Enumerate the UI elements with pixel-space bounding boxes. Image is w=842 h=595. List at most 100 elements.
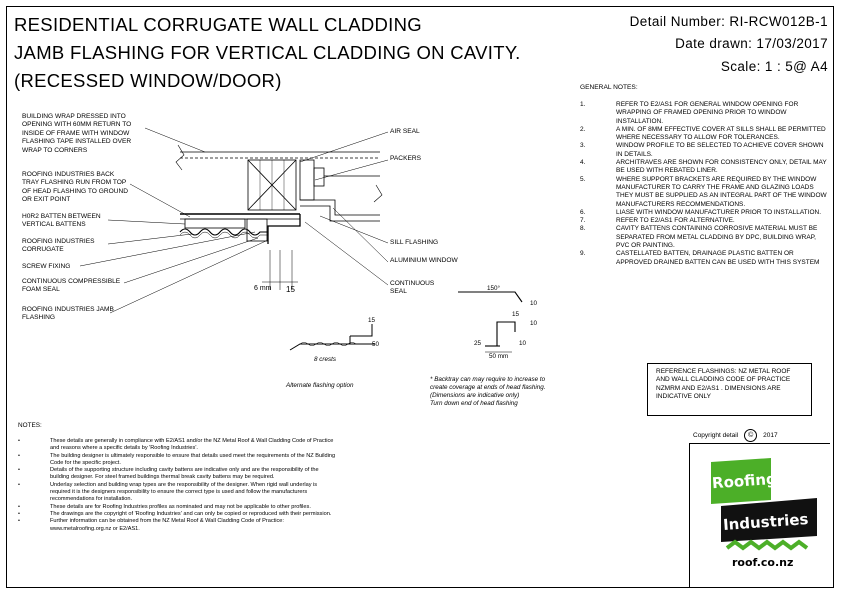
- general-note-number: 3.: [580, 142, 586, 150]
- note-bullet: [18, 474, 50, 481]
- main-dim-10a: 10: [530, 300, 538, 307]
- note-item: • The drawings are the copyright of 'Roof…: [18, 511, 478, 518]
- note-bullet: [18, 526, 50, 533]
- general-note-number: 9.: [580, 250, 586, 258]
- note-item: •These details are generally in complian…: [18, 438, 478, 445]
- general-note-item: 3.WINDOW PROFILE TO BE SELECTED TO ACHIE…: [580, 142, 830, 159]
- logo-black-block: [721, 498, 817, 542]
- note-bullet: [18, 460, 50, 467]
- general-note-item: 2. A MIN. OF 8mm EFFECTIVE COVER AT SILLS…: [580, 126, 830, 143]
- copyright-text: Copyright detail: [693, 432, 739, 439]
- dim-6mm: 6 mm: [254, 285, 272, 292]
- note-bullet: •: [18, 481, 20, 488]
- note-bullet: •: [18, 518, 20, 525]
- scale: Scale: 1 : 5@ A4: [720, 59, 828, 74]
- title-line-2: JAMB FLASHING FOR VERTICAL CLADDING ON C…: [14, 42, 521, 63]
- note-bullet: •: [18, 467, 20, 474]
- general-note-item: 7.REFER TO E2/AS1 FOR ALTERNATIVE.: [580, 217, 830, 225]
- reference-flashings-box: REFERENCE FLASHINGS: NZ METAL ROOF AND W…: [647, 363, 812, 416]
- note-text: The building designer is ultimately resp…: [50, 452, 336, 459]
- note-text: building designer. For steel framed buil…: [50, 474, 275, 481]
- note-text: recommendations for installation.: [50, 496, 133, 503]
- note-bullet: •: [18, 510, 20, 517]
- note-text: These details are for Roofing Industries…: [50, 503, 311, 510]
- copyright-symbol: ©: [744, 429, 758, 442]
- note-text: Details of the supporting structure incl…: [50, 467, 319, 474]
- note-text: The drawings are the copyright of 'Roofi…: [50, 510, 332, 517]
- general-note-text: WHERE SUPPORT BRACKETS ARE REQUIRED BY T…: [616, 175, 827, 208]
- main-dim-10c: 10: [519, 340, 527, 347]
- general-note-number: 4.: [580, 159, 586, 167]
- logo-green-block: [711, 458, 771, 504]
- title-line-1: RESIDENTIAL CORRUGATE WALL CLADDING: [14, 14, 422, 35]
- general-note-number: 2.: [580, 125, 586, 133]
- note-item: • Underlay selection and building wrap ty…: [18, 482, 478, 489]
- notes-list: • These details are generally in complian…: [18, 438, 478, 533]
- note-item: • Further information can be obtained fro…: [18, 518, 478, 525]
- label-building-wrap: BUILDING WRAP DRESSED INTO OPENING WITH …: [22, 113, 132, 154]
- label-aluminium-window: ALUMINIUM WINDOW: [390, 257, 458, 264]
- label-corrugate: ROOFING INDUSTRIES CORRUGATE: [22, 238, 95, 254]
- general-note-item: 6. LIASE WITH WINDOW MANUFACTURER PRIOR T…: [580, 209, 830, 217]
- general-note-number: 6.: [580, 208, 586, 216]
- general-note-text: A MIN. OF 8mm EFFECTIVE COVER AT SILLS S…: [616, 125, 826, 142]
- label-screw-fixing: SCREW FIXING: [22, 263, 71, 270]
- dim-15: 15: [286, 285, 295, 294]
- general-note-number: 1.: [580, 101, 586, 108]
- note-text: and reasons where a specific details by …: [50, 445, 198, 452]
- note-text: These details are generally in complianc…: [50, 438, 334, 444]
- general-note-text: CASTELLATED BATTEN, DRAINAGE PLASTIC BAT…: [616, 250, 820, 266]
- note-item: building designer. For steel framed buil…: [18, 474, 478, 481]
- note-text: Underlay selection and building wrap typ…: [50, 481, 318, 488]
- general-note-text: LIASE WITH WINDOW MANUFACTURER PRIOR TO …: [616, 208, 822, 216]
- note-item: required it is the designers responsibil…: [18, 489, 478, 496]
- note-item: and reasons where a specific details by …: [18, 445, 478, 452]
- alt-dim-15: 15: [368, 317, 376, 324]
- logo-roof-zigzag-icon: [725, 539, 809, 551]
- title-line-3: (RECESSED WINDOW/DOOR): [14, 70, 282, 91]
- main-dim-10b: 10: [530, 320, 538, 327]
- label-jamb-flashing: ROOFING INDUSTRIES JAMB FLASHING: [22, 306, 114, 322]
- note-item: Code for the specific project.: [18, 460, 478, 467]
- label-h-batten: H0R2 BATTEN BETWEEN VERTICAL BATTENS: [22, 213, 101, 229]
- note-bullet: [18, 496, 50, 503]
- general-note-text: ARCHITRAVES ARE SHOWN FOR CONSISTENCY ON…: [616, 159, 827, 175]
- general-notes-heading: GENERAL NOTES:: [580, 84, 638, 91]
- main-dim-150: 150°: [487, 285, 501, 292]
- general-note-item: 1. REFER TO E2/AS1 FOR GENERAL WINDOW OPE…: [580, 101, 830, 126]
- note-item: • These details are for Roofing Industrie…: [18, 504, 478, 511]
- copyright: Copyright detail © 2017: [693, 429, 778, 442]
- label-sill-flashing: SILL FLASHING: [390, 239, 439, 246]
- general-note-number: 5.: [580, 175, 586, 183]
- note-item: www.metalroofing.org.nz or E2/AS1.: [18, 526, 478, 533]
- label-continuous-seal: CONTINUOUS SEAL: [390, 280, 435, 296]
- general-note-text: CAVITY BATTENS CONTAINING CORROSIVE MATE…: [616, 225, 818, 250]
- notes-heading: NOTES:: [18, 422, 42, 429]
- note-item: recommendations for installation.: [18, 496, 478, 503]
- general-note-item: 4. ARCHITRAVES ARE SHOWN FOR CONSISTENCY …: [580, 159, 830, 176]
- detail-number: Detail Number: RI-RCW012B-1: [629, 14, 828, 29]
- note-text: Further information can be obtained from…: [50, 518, 284, 525]
- note-item: • The building designer is ultimately res…: [18, 453, 478, 460]
- alt-dim-50: 50: [372, 341, 380, 348]
- label-back-tray: ROOFING INDUSTRIES BACK TRAY FLASHING RU…: [22, 171, 129, 204]
- general-note-text: REFER TO E2/AS1 FOR GENERAL WINDOW OPENI…: [616, 101, 799, 125]
- main-dim-25: 25: [474, 340, 482, 347]
- note-bullet: •: [18, 452, 20, 459]
- general-note-item: 5. WHERE SUPPORT BRACKETS ARE REQUIRED BY…: [580, 176, 830, 209]
- alt-caption: Alternate flashing option: [286, 382, 354, 389]
- note-bullet: [18, 489, 50, 496]
- general-note-number: 8.: [580, 225, 586, 233]
- general-note-item: 8. CAVITY BATTENS CONTAINING CORROSIVE MA…: [580, 225, 830, 250]
- general-note-item: 9. CASTELLATED BATTEN, DRAINAGE PLASTIC B…: [580, 250, 830, 267]
- note-item: • Details of the supporting structure inc…: [18, 467, 478, 474]
- date-drawn: Date drawn: 17/03/2017: [675, 36, 828, 51]
- general-note-number: 7.: [580, 217, 586, 225]
- logo-url: roof.co.nz: [732, 556, 794, 569]
- note-bullet: [18, 445, 50, 452]
- label-packers: PACKERS: [390, 155, 422, 162]
- label-air-seal: AIR SEAL: [390, 128, 420, 135]
- logo-panel: Roofing Industries roof.co.nz: [689, 443, 830, 587]
- note-bullet: •: [18, 503, 20, 510]
